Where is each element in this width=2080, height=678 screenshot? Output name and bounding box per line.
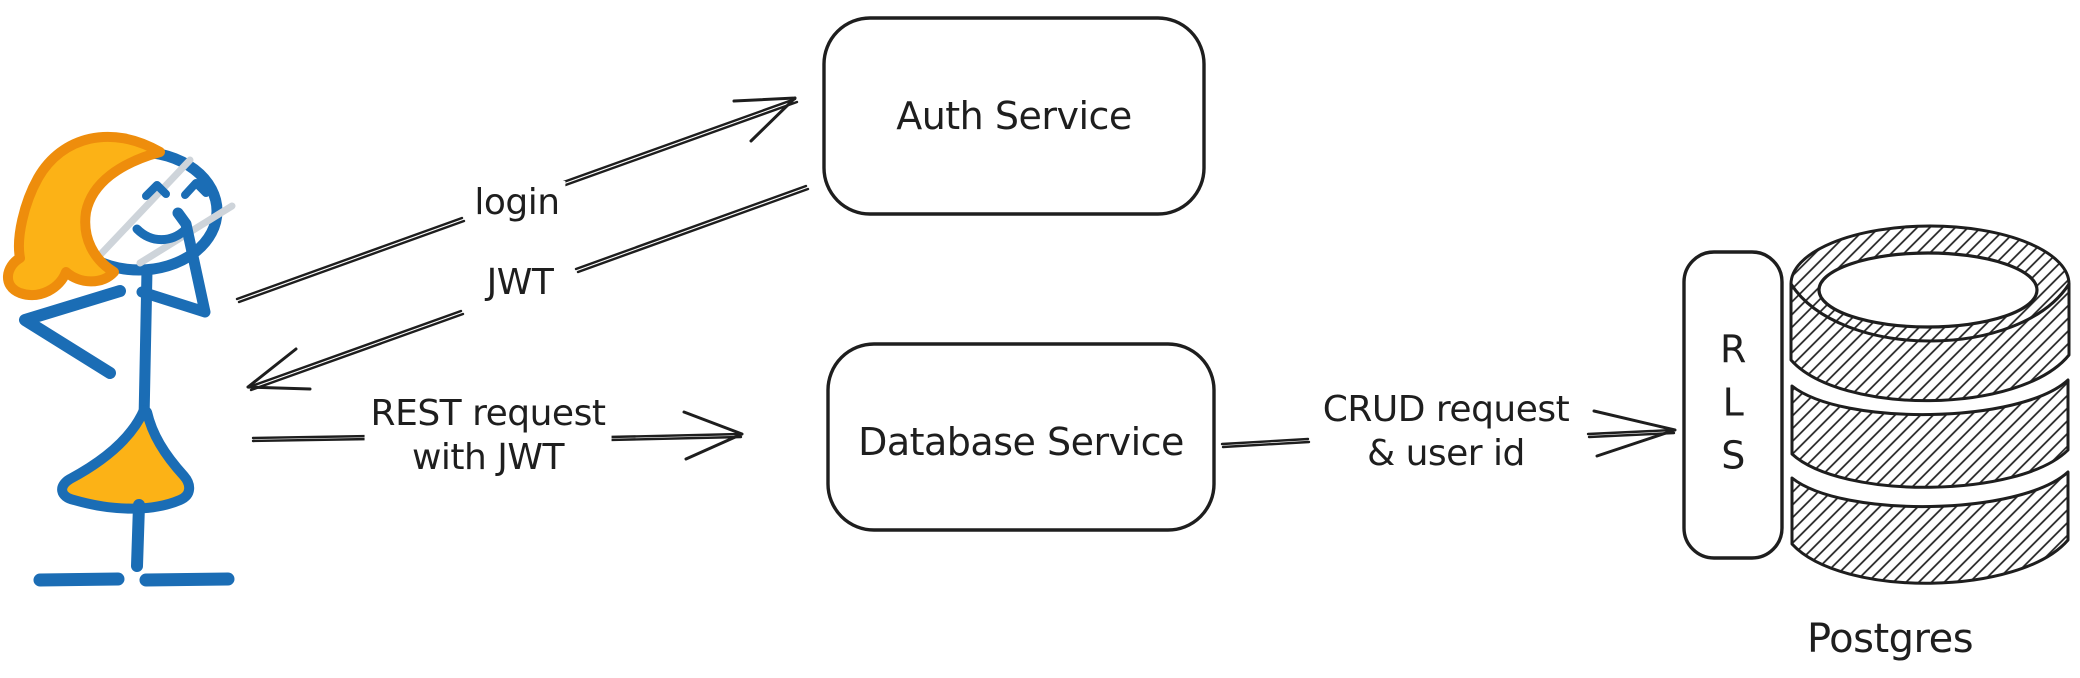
user-eyes xyxy=(142,179,210,200)
rls-box xyxy=(1682,250,1784,560)
user-skirt xyxy=(57,405,195,514)
rest-arrowhead xyxy=(682,410,744,461)
rls-letter-s: S xyxy=(1721,433,1745,478)
rest-arrow xyxy=(251,410,744,461)
user-right-arm xyxy=(136,207,211,318)
login-arrow xyxy=(235,96,799,304)
rest-request-edge-label: REST request with JWT xyxy=(364,392,612,480)
jwt-arrowhead xyxy=(246,347,312,391)
jwt-arrow xyxy=(246,184,810,392)
rls-letter-l: L xyxy=(1722,380,1744,425)
rls-node xyxy=(1682,250,1784,560)
postgres-cylinder-collar xyxy=(1789,282,2071,403)
database-service-label: Database Service xyxy=(858,420,1184,465)
user-feet xyxy=(33,572,235,587)
postgres-cylinder-middle-band xyxy=(1790,378,2070,489)
login-arrowhead xyxy=(732,96,797,143)
user-smile xyxy=(132,224,190,245)
rest-request-label-line1: REST request xyxy=(370,393,606,434)
user-hair xyxy=(3,131,165,300)
crud-request-label-line2: & user id xyxy=(1367,433,1525,474)
user-figure xyxy=(3,131,236,587)
login-edge-label: login xyxy=(468,181,566,225)
auth-service-label: Auth Service xyxy=(896,94,1132,139)
user-leg xyxy=(131,499,145,572)
rls-label: R L S xyxy=(1720,324,1746,483)
postgres-label: Postgres xyxy=(1806,616,1974,662)
crud-request-label-line1: CRUD request xyxy=(1322,389,1570,430)
crud-arrow-line xyxy=(1220,428,1676,449)
jwt-arrow-line xyxy=(247,184,810,392)
jwt-edge-label: JWT xyxy=(480,261,560,305)
rls-letter-r: R xyxy=(1720,327,1746,372)
crud-arrow xyxy=(1220,409,1677,458)
crud-arrowhead xyxy=(1592,409,1677,458)
crud-request-edge-label: CRUD request & user id xyxy=(1316,388,1576,476)
rest-request-label-line2: with JWT xyxy=(411,437,565,478)
postgres-cylinder-opening xyxy=(1817,251,2039,329)
user-left-arm xyxy=(19,285,126,379)
user-body xyxy=(138,264,153,426)
rest-arrow-line xyxy=(251,432,743,443)
postgres-cylinder-bottom-band xyxy=(1790,470,2070,585)
login-arrow-line xyxy=(235,97,799,304)
postgres-database-icon xyxy=(1789,224,2071,585)
